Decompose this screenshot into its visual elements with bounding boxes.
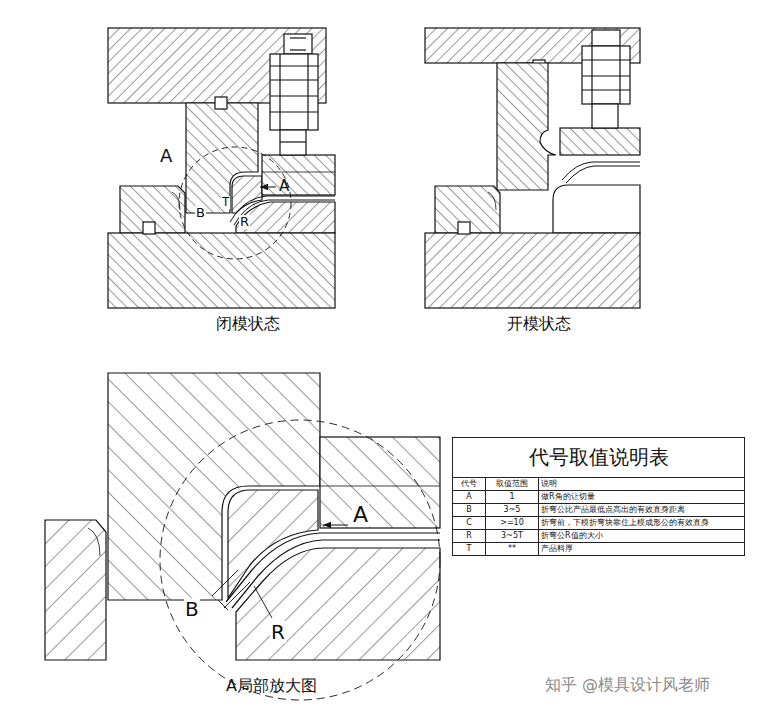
dimension-letter: T bbox=[221, 196, 230, 209]
dimension-letter: B bbox=[184, 598, 200, 620]
table-title: 代号取值说明表 bbox=[453, 438, 745, 478]
table-cell: ** bbox=[486, 543, 539, 556]
table-cell: 折弯前，下模折弯块靠住上模成形公的有效直身 bbox=[539, 517, 745, 530]
table-cell: 1 bbox=[486, 491, 539, 504]
dimension-letter: A bbox=[352, 503, 369, 527]
table-cell: 产品料厚 bbox=[539, 543, 745, 556]
dimension-letter: A bbox=[279, 178, 289, 195]
dimension-letter: R bbox=[239, 215, 250, 229]
table-cell: A bbox=[453, 491, 486, 504]
part-letter: A bbox=[160, 146, 172, 166]
dimension-letter: B bbox=[195, 206, 206, 220]
table-cell: B bbox=[453, 504, 486, 517]
table-cell: C bbox=[453, 517, 486, 530]
table-cell: 3~5T bbox=[486, 530, 539, 543]
table-cell: 3~5 bbox=[486, 504, 539, 517]
table-header: 说明 bbox=[539, 478, 745, 491]
view-caption: 开模状态 bbox=[507, 315, 571, 333]
table-cell: >=10 bbox=[486, 517, 539, 530]
table-cell: 折弯公比产品最低点高出的有效直身距离 bbox=[539, 504, 745, 517]
table-header: 取值范围 bbox=[486, 478, 539, 491]
value-table: 代号取值说明表代号取值范围说明 A1做R角的让切量 B3~5折弯公比产品最低点高出的… bbox=[452, 437, 745, 556]
view-caption: A局部放大图 bbox=[226, 677, 317, 695]
dimension-letter: R bbox=[270, 621, 286, 643]
table-cell: R bbox=[453, 530, 486, 543]
watermark: 知乎 @模具设计风老师 bbox=[545, 676, 710, 694]
table-cell: 做R角的让切量 bbox=[539, 491, 745, 504]
table-header: 代号 bbox=[453, 478, 486, 491]
table-cell: T bbox=[453, 543, 486, 556]
table-cell: 折弯公R值的大小 bbox=[539, 530, 745, 543]
view-caption: 闭模状态 bbox=[216, 315, 280, 333]
